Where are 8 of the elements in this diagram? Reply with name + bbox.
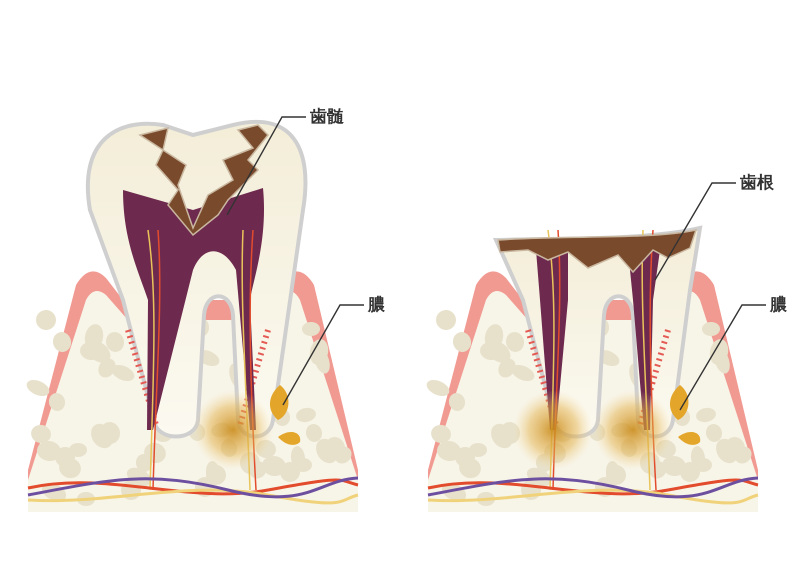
leader-line — [282, 304, 364, 406]
part-label: 歯髄 — [310, 107, 344, 127]
leader-line — [654, 182, 736, 280]
leader-line — [679, 304, 766, 410]
part-label: 膿 — [368, 295, 385, 315]
leader-line — [226, 116, 306, 216]
part-label: 膿 — [770, 295, 787, 315]
part-label: 歯根 — [740, 173, 774, 193]
